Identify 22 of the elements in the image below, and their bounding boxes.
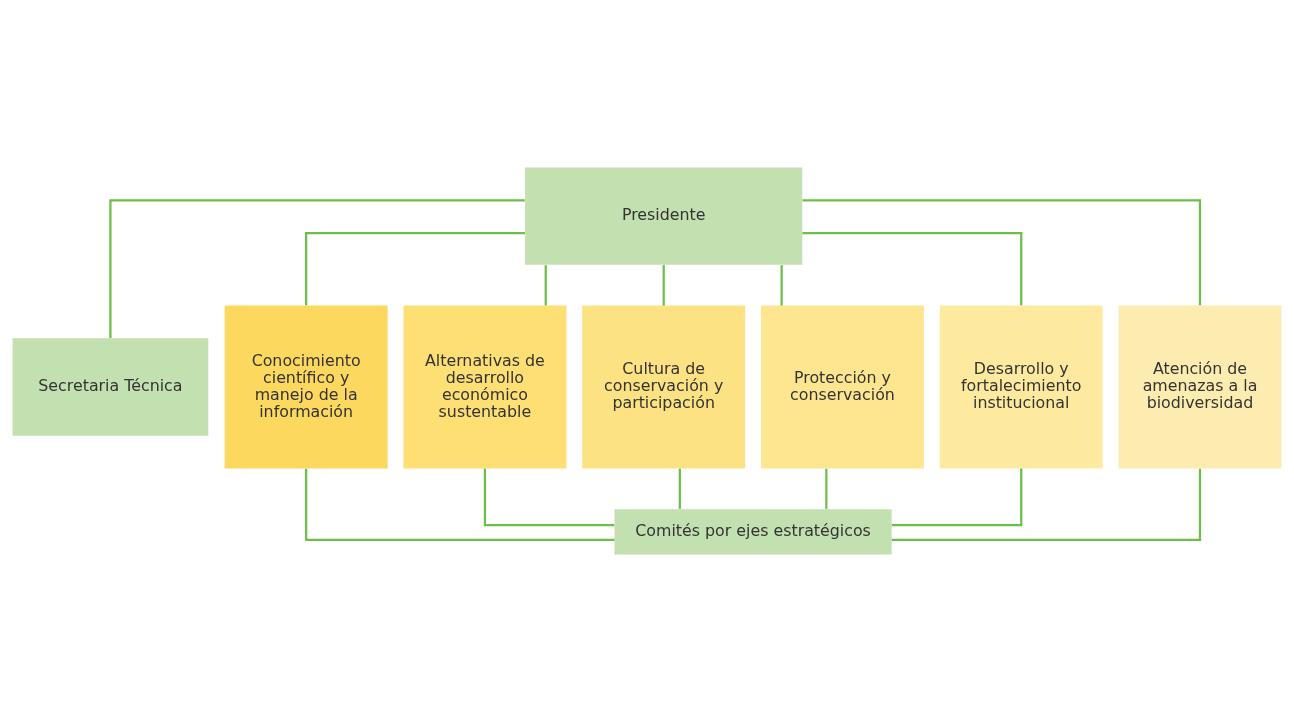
connector [544,265,547,306]
node-box: Protección y conservación [761,305,924,469]
connector [891,468,1023,527]
connector [802,232,1023,306]
connector [305,468,615,541]
connector [662,265,665,306]
connector [305,232,525,306]
node-box: Conocimiento científico y manejo de la información [224,305,388,469]
connector [825,468,828,509]
connector [483,468,615,527]
connector [780,265,783,306]
node-box: Secretaria Técnica [12,338,209,436]
node-box: Cultura de conservación y participación [582,305,746,469]
node-box: Desarrollo y fortalecimiento institucional [939,305,1103,469]
node-box: Atención de amenazas a la biodiversidad [1118,305,1282,469]
connector [109,199,525,338]
node-box: Alternativas de desarrollo económico sustentable [403,305,567,469]
connector [802,199,1202,306]
connector [891,468,1202,541]
node-box: Comités por ejes estratégicos [614,509,892,555]
connector [678,468,681,509]
node-box: Presidente [525,167,803,265]
